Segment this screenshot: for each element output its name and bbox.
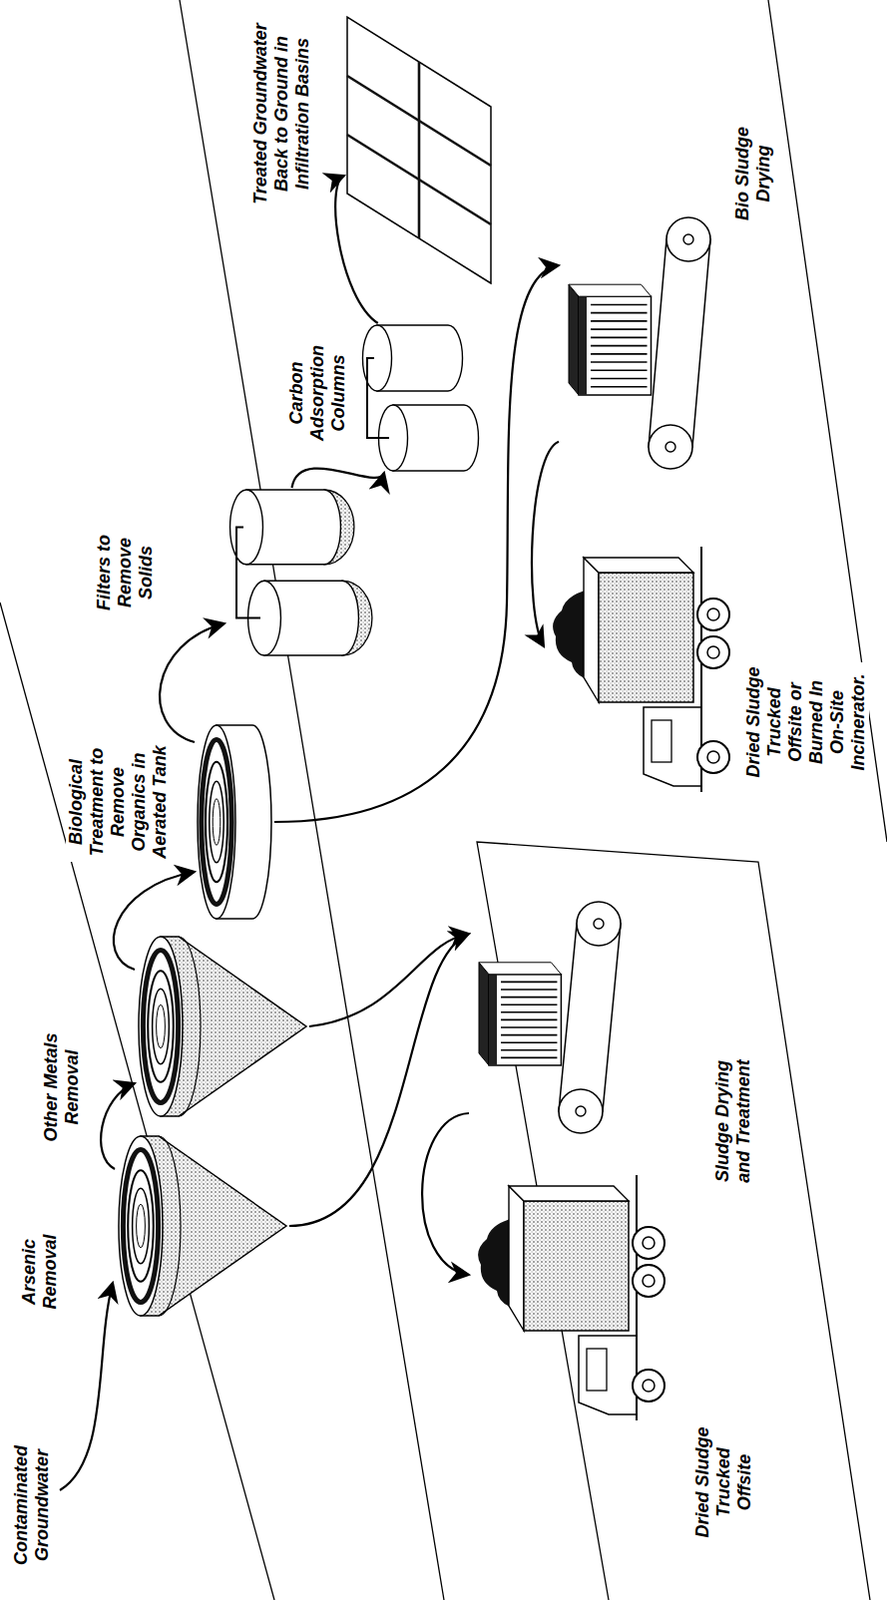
equipment-label: Carbon Adsorption Columns <box>286 338 350 448</box>
equipment-node: Carbon Adsorption Columns <box>359 323 484 473</box>
equipment-label: Dried Sludge Trucked Offsite <box>692 1420 756 1546</box>
flow-arrow <box>531 442 559 647</box>
cone-drawing <box>134 931 310 1122</box>
drum-drawing <box>194 722 275 922</box>
truck-drawing <box>468 1171 669 1431</box>
free-label: Contaminated Groundwater <box>10 1435 53 1576</box>
equipment-node: Filters to Remove Solids <box>224 487 375 658</box>
flow-arrow <box>289 933 469 1227</box>
flow-arrow <box>292 468 386 488</box>
equipment-node: Other Metals Removal <box>134 931 310 1122</box>
equipment-label: Other Metals Removal <box>40 1022 83 1153</box>
inflow-arrow <box>59 1283 113 1491</box>
flow-arrow <box>309 933 469 1027</box>
equipment-label: Filters to Remove Solids <box>93 522 157 623</box>
equipment-node: Dried Sludge Trucked Offsite <box>468 1171 669 1431</box>
equipment-label: Treated Groundwater Back to Ground in In… <box>250 16 314 212</box>
cone-drawing <box>114 1131 290 1322</box>
equipment-node: Treated Groundwater Back to Ground in In… <box>344 13 494 284</box>
equipment-node: Dried Sludge Trucked Offsite or Burned I… <box>543 542 734 803</box>
columns-drawing <box>359 323 484 473</box>
equipment-node: Bio Sludge Drying <box>558 213 719 473</box>
equipment-label: Biological Treatment to Remove Organics … <box>65 742 171 863</box>
equipment-label: Dried Sludge Trucked Offsite or Burned I… <box>743 662 870 783</box>
flow-arrow <box>159 623 225 743</box>
conveyor-drawing <box>558 213 719 473</box>
equipment-node: Arsenic Removal <box>114 1131 290 1322</box>
basin-drawing <box>344 13 494 284</box>
equipment-label: Sludge Drying and Treatment <box>712 1049 755 1195</box>
truck-drawing <box>543 542 734 803</box>
equipment-label: Bio Sludge Drying <box>732 118 775 229</box>
equipment-node: Biological Treatment to Remove Organics … <box>194 722 275 922</box>
equipment-node: Sludge Drying and Treatment <box>468 897 629 1138</box>
equipment-label: Arsenic Removal <box>18 1227 61 1318</box>
filters-drawing <box>224 487 375 658</box>
conveyor-drawing <box>468 897 629 1138</box>
flow-arrow <box>422 1113 469 1276</box>
